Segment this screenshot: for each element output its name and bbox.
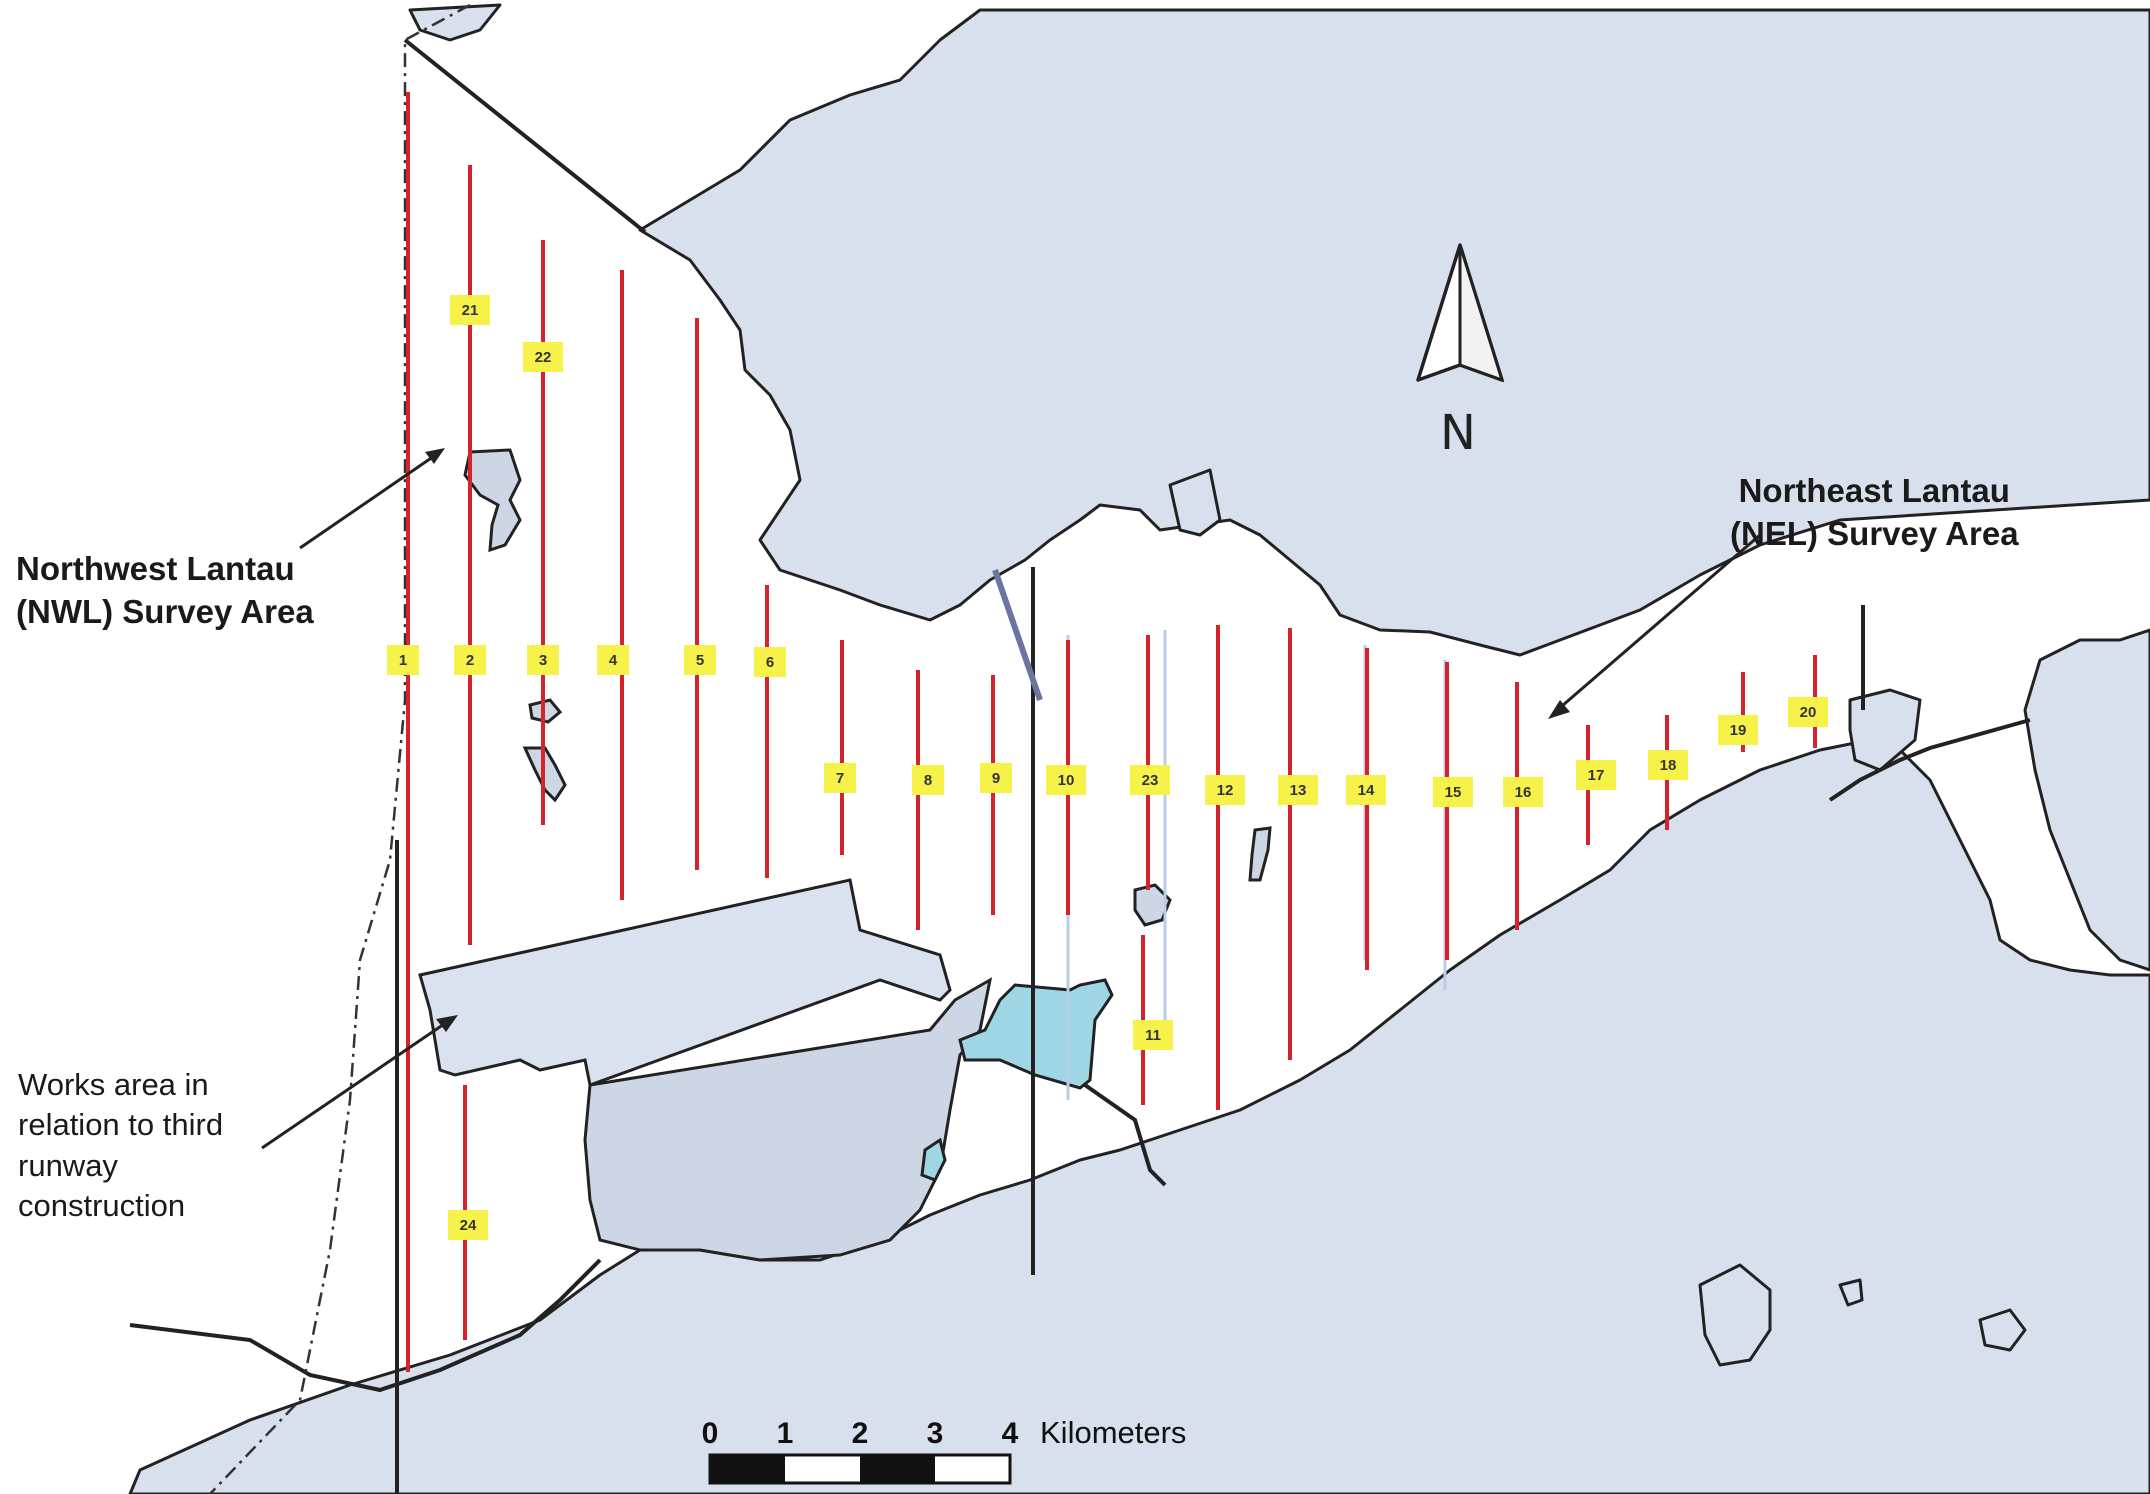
transect-label-24: 24: [448, 1210, 488, 1240]
svg-text:14: 14: [1358, 782, 1375, 799]
svg-text:16: 16: [1515, 784, 1532, 801]
eastern-island: [2023, 628, 2150, 972]
transect-label-9: 9: [980, 763, 1012, 793]
transect-label-21: 21: [450, 295, 490, 325]
transect-label-19: 19: [1718, 715, 1758, 745]
svg-text:9: 9: [992, 770, 1000, 787]
transect-label-22: 22: [523, 342, 563, 372]
airport-link: [1083, 1083, 1167, 1187]
transect-label-20: 20: [1788, 697, 1828, 727]
island-northeast-a: [1248, 826, 1272, 882]
svg-text:18: 18: [1660, 757, 1677, 774]
svg-text:3: 3: [539, 652, 547, 669]
works-water-strip: [920, 1137, 947, 1182]
nwl-annotation: Northwest Lantau (NWL) Survey Area: [16, 550, 314, 630]
transect-label-7: 7: [824, 763, 856, 793]
transect-label-23: 23: [1130, 765, 1170, 795]
scale-tick-1: 1: [777, 1417, 794, 1450]
svg-text:22: 22: [535, 349, 552, 366]
transect-label-13: 13: [1278, 775, 1318, 805]
bridge-south: [129, 1258, 602, 1393]
transect-lines: [406, 92, 1817, 1372]
nwl-boundary-north: [403, 38, 647, 234]
works-water-area: [958, 978, 1114, 1090]
third-runway-works-area: [418, 878, 952, 1088]
svg-text:10: 10: [1058, 772, 1075, 789]
svg-text:4: 4: [609, 652, 618, 669]
svg-text:15: 15: [1445, 784, 1462, 801]
svg-text:24: 24: [460, 1217, 477, 1234]
transect-label-2: 2: [454, 645, 486, 675]
transect-label-14: 14: [1346, 775, 1386, 805]
transect-label-6: 6: [754, 647, 786, 677]
svg-text:13: 13: [1290, 782, 1307, 799]
transect-label-5: 5: [684, 645, 716, 675]
svg-text:17: 17: [1588, 767, 1605, 784]
nel-annotation: Northeast Lantau (NEL) Survey Area: [1730, 472, 2019, 552]
svg-text:6: 6: [766, 654, 774, 671]
bridge-line: [1828, 718, 2031, 802]
north-label: N: [1440, 405, 1476, 461]
transect-label-11: 11: [1133, 1020, 1173, 1050]
svg-text:5: 5: [696, 652, 704, 669]
svg-text:8: 8: [924, 772, 932, 789]
island-southeast-a: [1698, 1263, 1772, 1367]
northwest-coast: [408, 3, 502, 42]
svg-text:21: 21: [462, 302, 479, 319]
svg-text:23: 23: [1142, 772, 1159, 789]
transect-label-17: 17: [1576, 760, 1616, 790]
transect-label-12: 12: [1205, 775, 1245, 805]
scale-tick-3: 3: [927, 1417, 944, 1450]
transect-label-3: 3: [527, 645, 559, 675]
island-southeast-b: [1978, 1308, 2027, 1352]
scale-bar: 0 1 2 3 4 Kilometers: [702, 1415, 1186, 1485]
causeway: [992, 569, 1043, 701]
scale-tick-4: 4: [1002, 1417, 1019, 1450]
scale-tick-0: 0: [702, 1417, 719, 1450]
scale-tick-labels: 0 1 2 3 4: [702, 1417, 1019, 1450]
svg-text:12: 12: [1217, 782, 1234, 799]
transect-label-15: 15: [1433, 777, 1473, 807]
works-annotation: Works area in relation to third runway c…: [18, 1067, 224, 1223]
svg-text:1: 1: [399, 652, 407, 669]
transect-label-4: 4: [597, 645, 629, 675]
annotation-arrows: [261, 448, 1761, 1150]
scale-tick-2: 2: [852, 1417, 869, 1450]
hksar-boundary: [209, 3, 471, 1494]
north-landmass: [638, 8, 2150, 657]
transect-label-18: 18: [1648, 750, 1688, 780]
transect-label-10: 10: [1046, 765, 1086, 795]
island-east-bridge: [1848, 688, 1922, 772]
svg-text:11: 11: [1145, 1027, 1161, 1044]
island-sha-chau: [463, 448, 522, 553]
svg-text:20: 20: [1800, 704, 1817, 721]
island-southeast-c: [1838, 1278, 1864, 1307]
svg-text:7: 7: [836, 770, 844, 787]
transect-label-1: 1: [387, 645, 419, 675]
reclamation-north: [1168, 468, 1222, 537]
transect-label-8: 8: [912, 765, 944, 795]
svg-text:2: 2: [466, 652, 474, 669]
lantau-island: [128, 738, 2150, 1494]
island-chek-lap-kok-south: [1133, 883, 1172, 927]
svg-text:19: 19: [1730, 722, 1747, 739]
scale-unit: Kilometers: [1040, 1415, 1186, 1450]
airport-existing: [583, 977, 993, 1262]
transect-label-16: 16: [1503, 777, 1543, 807]
north-arrow: [1416, 243, 1505, 383]
